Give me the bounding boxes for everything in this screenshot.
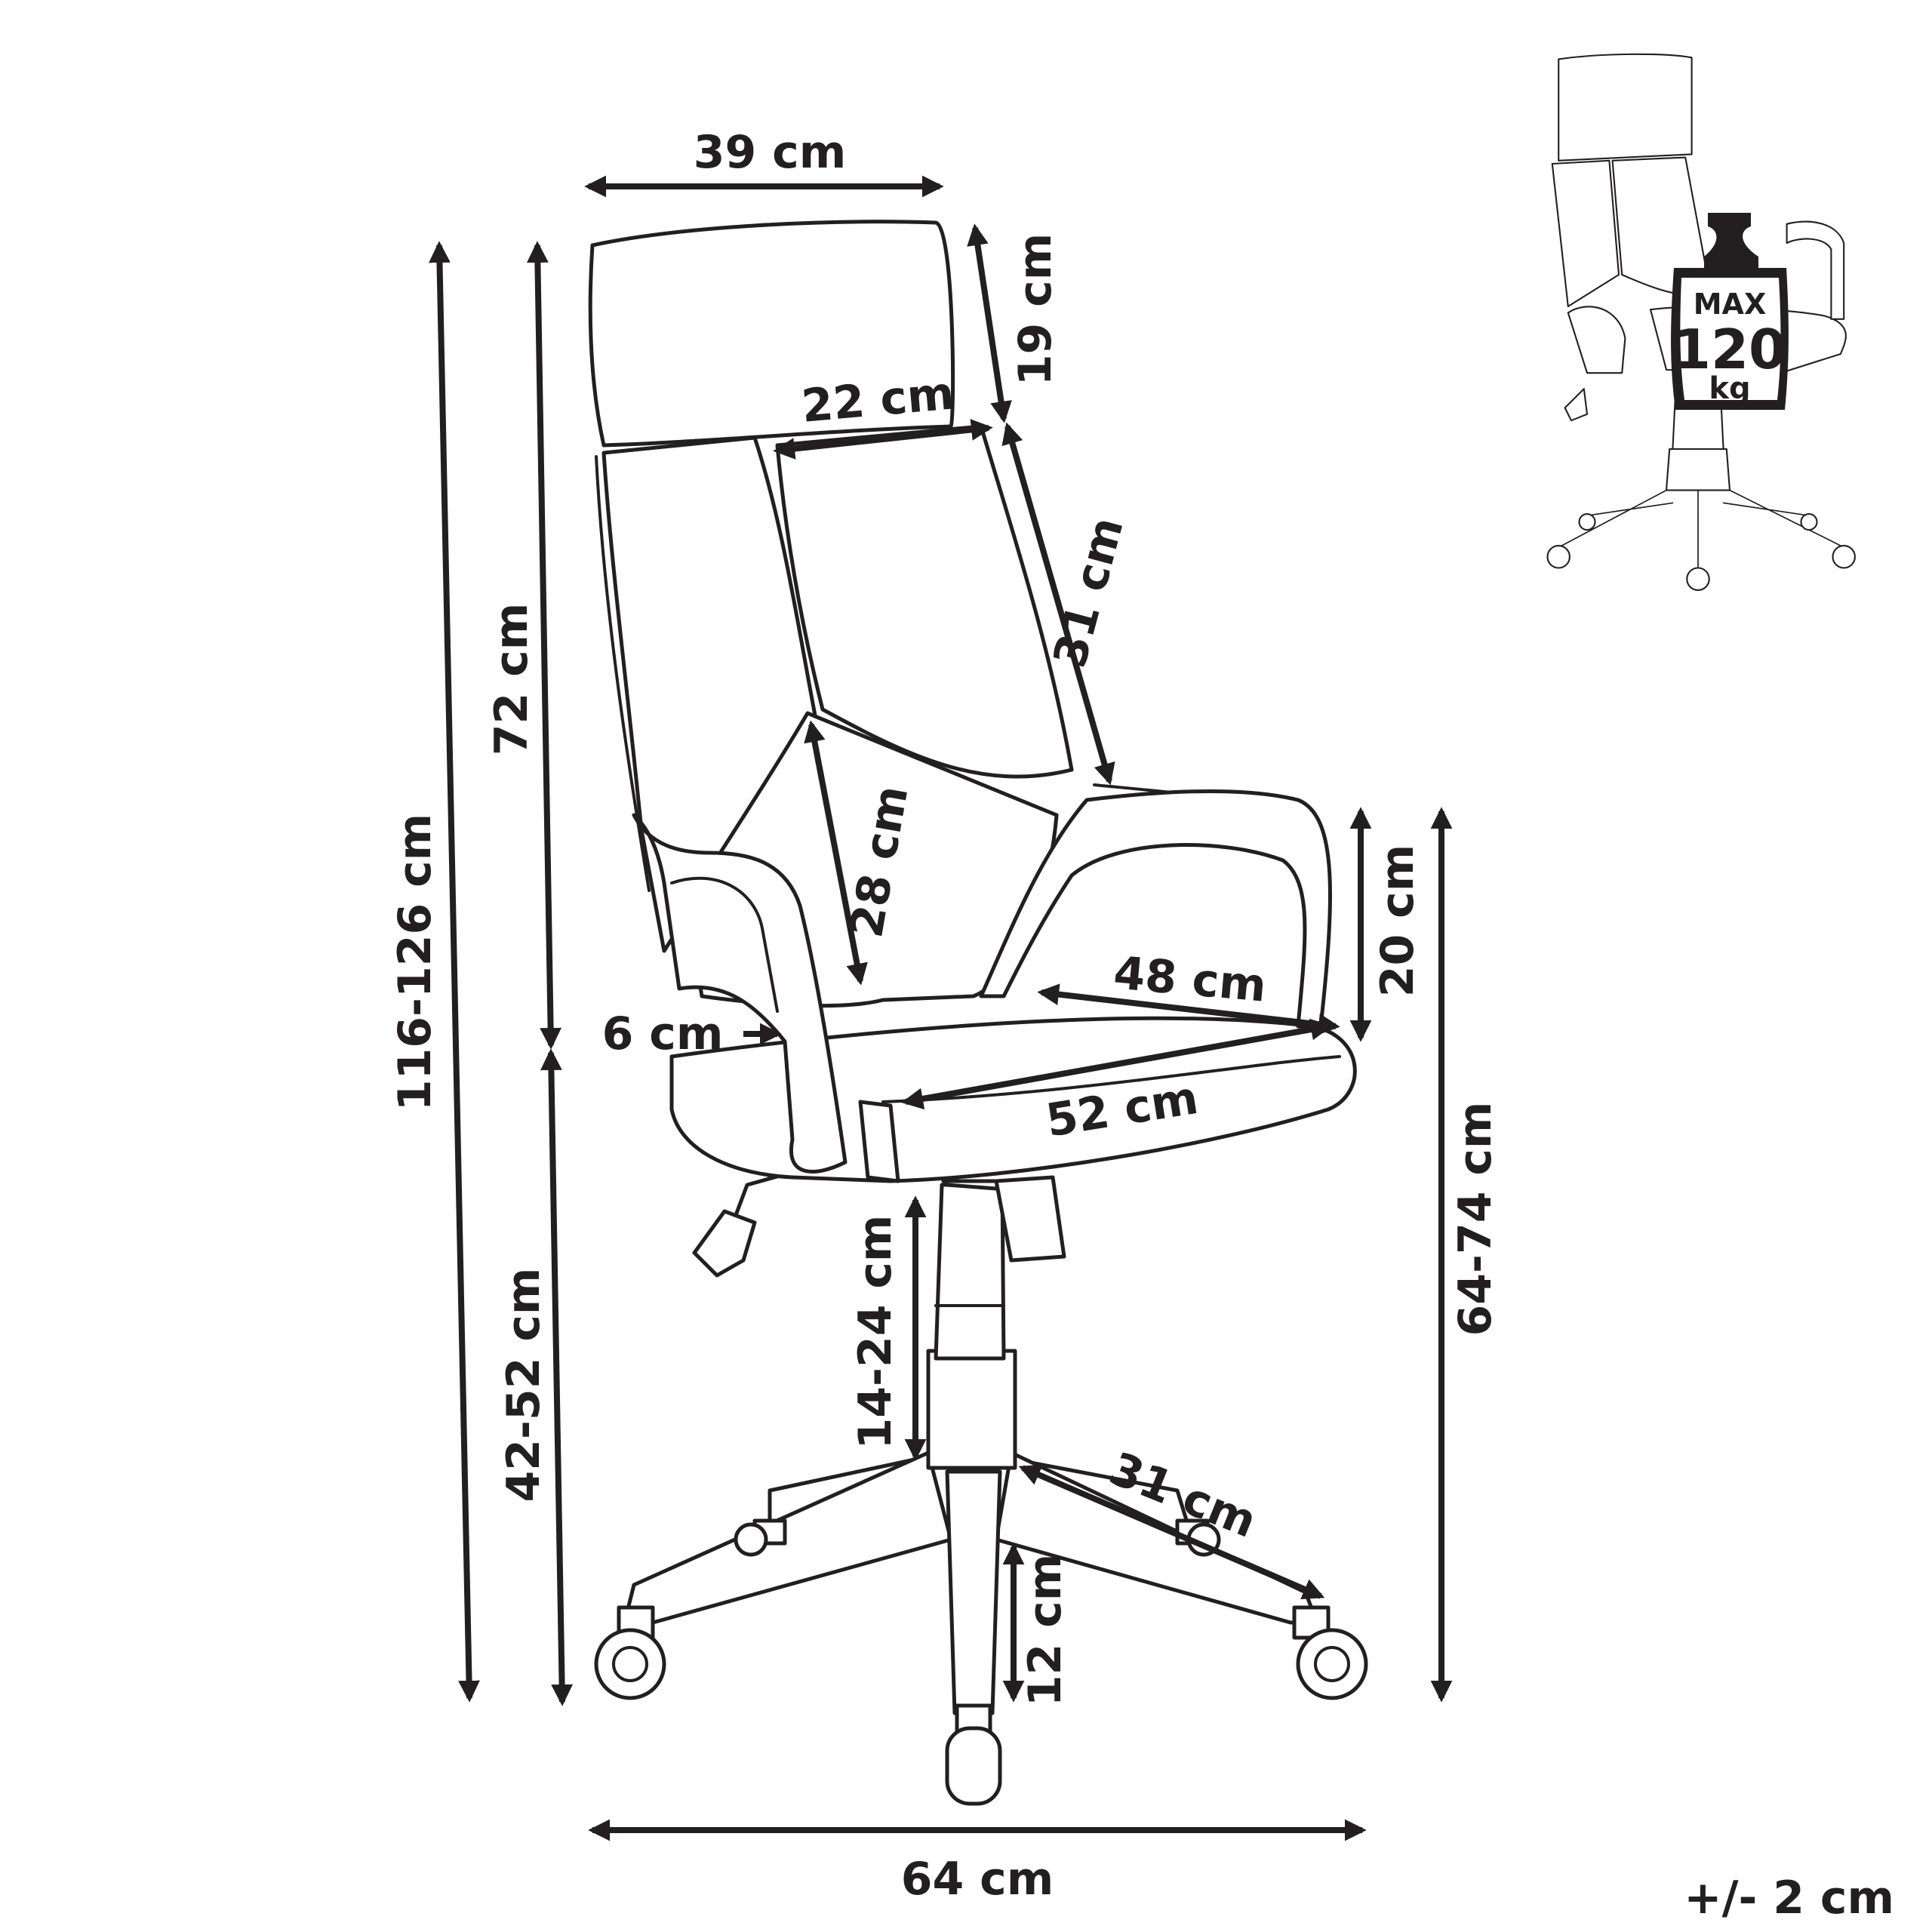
- label-backrest-height: 72 cm: [485, 603, 538, 755]
- max-load-unit: kg: [1709, 371, 1750, 406]
- label-armrest-floor: 64-74 cm: [1449, 1102, 1502, 1337]
- dim-line-back-upper-width: [773, 419, 993, 460]
- max-load-value: 120: [1673, 318, 1786, 381]
- dimension-lines: [429, 175, 1453, 1841]
- gas-lift-upper: [934, 1183, 1006, 1361]
- dim-line-total-height: [429, 241, 480, 1703]
- chair-drawing: [588, 220, 1368, 1806]
- dimension-labels: 39 cm 19 cm 22 cm 31 cm 116-126 cm 72 cm…: [389, 126, 1502, 1906]
- label-armrest-height: 20 cm: [1371, 844, 1424, 997]
- max-load-label: MAX: [1694, 288, 1767, 321]
- tolerance-note: +/- 2 cm: [1684, 1872, 1894, 1924]
- label-base-height: 12 cm: [1019, 1554, 1072, 1706]
- dim-line-back-side: [1001, 422, 1115, 786]
- dim-line-seat-height: [540, 1048, 573, 1706]
- armrest-left: [632, 813, 848, 1174]
- dim-line-seat-width: [901, 1018, 1333, 1110]
- dim-line-backrest-height: [526, 241, 562, 1050]
- height-lever: [692, 1164, 817, 1278]
- label-base-width: 64 cm: [901, 1853, 1054, 1906]
- casters: [594, 1518, 1368, 1806]
- dim-line-leg-length: [1018, 1464, 1325, 1600]
- tilt-knob: [994, 1175, 1066, 1263]
- armrest-right: [979, 789, 1332, 1029]
- max-load-weight-icon: MAX 120 kg: [1671, 213, 1789, 410]
- label-armrest-width: 6 cm: [602, 1008, 724, 1060]
- base-leg-left-front: [624, 1451, 953, 1625]
- dim-line-back-lower: [804, 720, 868, 986]
- label-total-height: 116-126 cm: [389, 814, 441, 1111]
- label-seat-height: 42-52 cm: [497, 1268, 550, 1503]
- gas-lift-lower: [926, 1349, 1017, 1470]
- label-headrest-height: 19 cm: [1009, 233, 1062, 386]
- dim-line-headrest-height: [967, 223, 1012, 423]
- label-gas-lift: 14-24 cm: [849, 1215, 902, 1450]
- label-headrest-width: 39 cm: [694, 126, 846, 179]
- base-leg-front: [945, 1469, 1002, 1715]
